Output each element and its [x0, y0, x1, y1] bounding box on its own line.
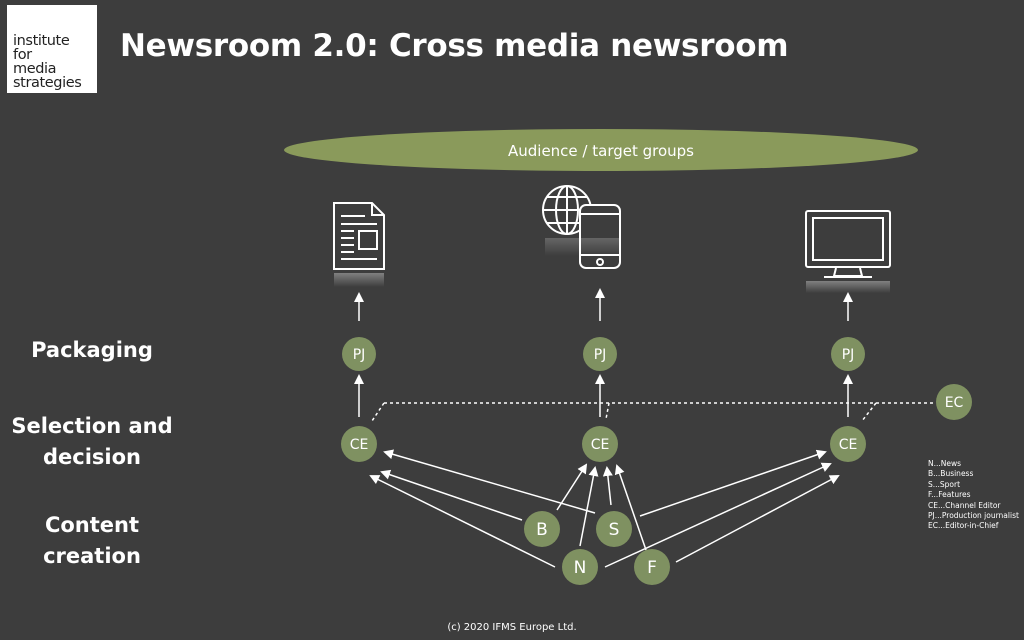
node-b: B	[524, 511, 560, 547]
logo-line-2: for	[13, 47, 32, 63]
node-pj-1: PJ	[342, 337, 376, 371]
legend: N...News B...Business S...Sport F...Feat…	[928, 459, 1019, 532]
node-s: S	[596, 511, 632, 547]
node-ce-1: CE	[341, 426, 377, 462]
node-ce-2: CE	[582, 426, 618, 462]
node-pj-3-label: PJ	[842, 347, 855, 363]
audience-group: Audience / target groups	[284, 129, 918, 171]
packaging-arrows	[354, 288, 853, 321]
node-pj-2-label: PJ	[594, 347, 607, 363]
newspaper-icon	[333, 202, 385, 287]
page-title: Newsroom 2.0: Cross media newsroom	[120, 28, 789, 64]
logo-line-4: strategies	[13, 75, 82, 91]
arrow-b-ce1	[380, 469, 523, 521]
arrow-f-ce3	[675, 475, 840, 563]
legend-item: EC...Editor-in-Chief	[928, 521, 999, 531]
node-pj-3: PJ	[831, 337, 865, 371]
legend-item: CE...Channel Editor	[928, 500, 1001, 510]
node-pj-2: PJ	[583, 337, 617, 371]
legend-item: N...News	[928, 459, 962, 468]
node-f-label: F	[647, 558, 657, 578]
stage-content-line1: Content	[44, 513, 140, 537]
node-ce-2-label: CE	[591, 437, 610, 453]
globe-and-phone-icon	[542, 185, 621, 269]
node-s-label: S	[609, 520, 620, 540]
stage-selection-line1: Selection and	[11, 414, 173, 438]
stage-selection: Selection and decision	[10, 411, 174, 473]
arrow-s-ce3	[639, 449, 827, 517]
stage-packaging: Packaging	[10, 335, 174, 366]
arrow-n-ce3	[604, 462, 832, 568]
logo-line-3: media	[13, 61, 57, 77]
stage-content-creation: Content creation	[10, 510, 174, 572]
legend-item: B...Business	[928, 469, 974, 479]
legend-item: S...Sport	[928, 479, 961, 489]
stage-packaging-label: Packaging	[31, 338, 153, 362]
content-arrows	[369, 449, 840, 568]
audience-ellipse	[284, 129, 918, 171]
node-ce-1-label: CE	[350, 437, 369, 453]
arrow-s-ce2	[602, 466, 613, 506]
node-b-label: B	[536, 520, 548, 540]
stage-selection-line2: decision	[43, 445, 141, 469]
arrow-f-ce2	[614, 464, 647, 551]
ec-dotted-line	[371, 402, 935, 422]
node-n: N	[562, 549, 598, 585]
node-ec: EC	[936, 384, 972, 420]
arrow-s-ce1	[383, 449, 596, 514]
legend-item: PJ...Production journalist	[928, 511, 1019, 521]
node-ce-3: CE	[830, 426, 866, 462]
stage-content-line2: creation	[43, 544, 141, 568]
arrow-n-ce2	[579, 466, 599, 547]
arrow-b-ce2	[556, 463, 588, 511]
audience-label: Audience / target groups	[508, 142, 694, 160]
legend-item: F...Features	[928, 490, 971, 500]
logo-line-1: institute	[13, 33, 70, 49]
node-n-label: N	[574, 558, 587, 578]
node-f: F	[634, 549, 670, 585]
arrow-n-ce1	[369, 475, 556, 568]
institute-logo: institute for media strategies	[7, 5, 97, 93]
television-icon	[805, 210, 891, 293]
node-pj-1-label: PJ	[353, 347, 366, 363]
selection-arrows	[354, 374, 853, 417]
copyright-footer: (c) 2020 IFMS Europe Ltd.	[447, 622, 577, 633]
node-ce-3-label: CE	[839, 437, 858, 453]
node-ec-label: EC	[945, 395, 964, 411]
